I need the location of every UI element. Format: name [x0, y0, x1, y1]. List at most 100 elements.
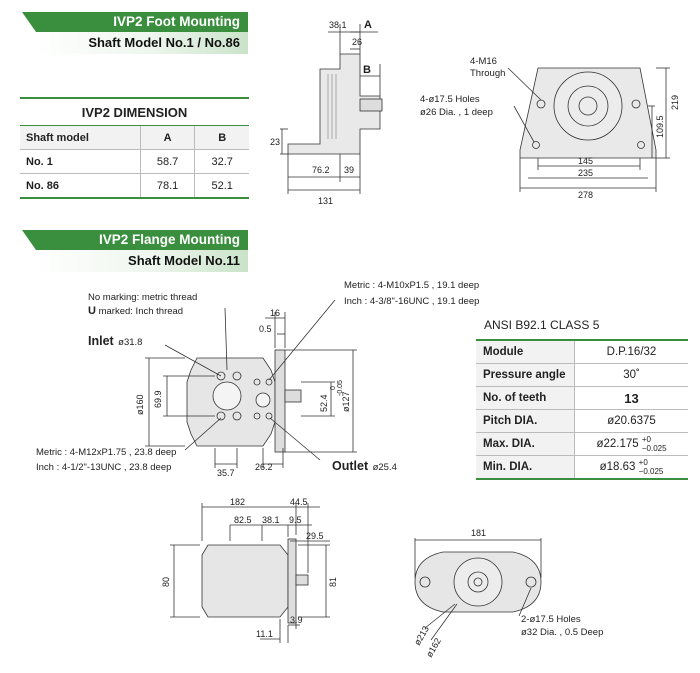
u-marked-note: U marked: Inch thread [88, 305, 183, 317]
tol-up: +0 [641, 435, 651, 444]
dimension-table-title: IVP2 DIMENSION [20, 98, 249, 126]
tol-down: −0.025 [638, 467, 664, 476]
outlet-label: Outlet ø25.4 [332, 457, 397, 475]
spec-key: Pressure angle [476, 363, 575, 387]
dim-52-4: 52.4 [319, 394, 329, 412]
flange-mid-drawing: 16 0.5 ø160 69.9 52.4 ø127 0 -0.05 35.7 … [135, 300, 357, 478]
dim-38-1b: 38.1 [262, 515, 280, 525]
dim-39: 39 [344, 165, 354, 175]
spec-key: Pitch DIA. [476, 409, 575, 433]
cell-b: 32.7 [194, 149, 249, 174]
dim-26-2: 26.2 [255, 462, 273, 472]
flange-mounting-banner: IVP2 Flange Mounting Shaft Model No.11 [22, 230, 248, 274]
foot-mounting-subtitle: Shaft Model No.1 / No.86 [88, 35, 240, 50]
table-row: Module D.P.16/32 [476, 340, 688, 364]
cell-model: No. 86 [20, 173, 141, 199]
metric-top-note: Metric : 4-M10xP1.5 , 19.1 deep [344, 280, 480, 291]
dim-162: ø162 [424, 636, 443, 659]
foot-mounting-title: IVP2 Foot Mounting [113, 14, 240, 29]
dim-235: 235 [578, 168, 593, 178]
dim-213: ø213 [412, 624, 431, 647]
spec-value: 30˚ [574, 363, 688, 387]
table-row: Pressure angle 30˚ [476, 363, 688, 387]
table-row: Pitch DIA. ø20.6375 [476, 409, 688, 433]
u-mark: U [88, 305, 96, 317]
no-marking-note: No marking: metric thread [88, 292, 198, 303]
dim-35-7: 35.7 [217, 468, 235, 478]
dim-9-5: 9.5 [289, 515, 302, 525]
spec-key: No. of teeth [476, 386, 575, 410]
table-row: Max. DIA. ø22.175 +0 −0.025 [476, 432, 688, 456]
dim-b: B [363, 64, 371, 76]
flange-mounting-subtitle: Shaft Model No.11 [128, 253, 240, 268]
inlet-label: Inlet ø31.8 [88, 332, 142, 350]
dim-76-2: 76.2 [312, 165, 330, 175]
tap-label-through: Through [470, 68, 505, 79]
holes-label: 4-ø17.5 Holes [420, 94, 480, 105]
inch-bottom-note: Inch : 4-1/2"-13UNC , 23.8 deep [36, 462, 172, 473]
foot-front-view-drawing: 4-M16 Through 4-ø17.5 Holes ø26 Dia. , 1… [420, 56, 680, 200]
dim-26: 26 [352, 37, 362, 47]
spec-value: ø22.175 [596, 438, 639, 451]
spec-value-cell: ø22.175 +0 −0.025 [574, 432, 688, 456]
spline-spec-table: Module D.P.16/32 Pressure angle 30˚ No. … [476, 339, 688, 480]
flange-front-view-drawing: 181 2-ø17.5 Holes ø32 Dia. , 0.5 Deep ø2… [412, 528, 603, 659]
holes-depth-label: ø26 Dia. , 1 deep [420, 107, 493, 118]
dim-219: 219 [670, 95, 680, 110]
spec-value: D.P.16/32 [574, 340, 688, 364]
dim-69-9: 69.9 [153, 390, 163, 408]
dim-3-9: 3.9 [290, 615, 303, 625]
dim-16: 16 [270, 308, 280, 318]
dim-127: ø127 [341, 391, 351, 412]
dim-81: 81 [328, 577, 338, 587]
table-row: No. of teeth 13 [476, 386, 688, 410]
dim-0-5: 0.5 [259, 324, 272, 334]
flange-side-view-drawing: 182 44.5 82.5 38.1 9.5 29.5 80 81 3.9 11… [161, 497, 338, 643]
col-header-shaft-model: Shaft model [20, 125, 141, 150]
spec-value: ø18.63 [599, 461, 636, 474]
dim-145: 145 [578, 156, 593, 166]
inlet-dia: ø31.8 [118, 337, 143, 348]
foot-side-view-drawing: 38.1 A 26 B 23 76.2 39 131 [270, 19, 383, 206]
ansi-label: ANSI B92.1 CLASS 5 [484, 318, 600, 332]
spec-key: Min. DIA. [476, 455, 575, 480]
inlet-title: Inlet [88, 334, 114, 348]
col-header-a: A [139, 125, 195, 150]
dim-23: 23 [270, 137, 280, 147]
dim-182: 182 [230, 497, 245, 507]
dim-a: A [364, 19, 372, 31]
dim-109-5: 109.5 [655, 115, 665, 138]
front-holes-depth-label: ø32 Dia. , 0.5 Deep [521, 627, 603, 638]
dim-11-1: 11.1 [256, 629, 273, 639]
dim-29-5: 29.5 [306, 531, 324, 541]
flange-mounting-title: IVP2 Flange Mounting [99, 232, 240, 247]
spec-value: ø20.6375 [574, 409, 688, 433]
spec-value-cell: ø18.63 +0 −0.025 [574, 455, 688, 480]
dim-44-5: 44.5 [290, 497, 308, 507]
cell-a: 78.1 [139, 173, 195, 199]
spec-key: Max. DIA. [476, 432, 575, 456]
u-marked-text: marked: Inch thread [98, 306, 184, 317]
dim-181: 181 [471, 528, 486, 538]
table-row: Min. DIA. ø18.63 +0 −0.025 [476, 455, 688, 480]
spec-value: 13 [574, 386, 688, 410]
cell-a: 58.7 [139, 149, 195, 174]
dim-82-5: 82.5 [234, 515, 252, 525]
outlet-title: Outlet [332, 459, 369, 473]
tol-up: +0 [638, 458, 648, 467]
dim-278: 278 [578, 190, 593, 200]
dimension-table: IVP2 DIMENSION Shaft model A B No. 1 58.… [20, 97, 249, 199]
table-row: No. 86 78.1 52.1 [20, 173, 249, 199]
dim-131: 131 [318, 196, 333, 206]
dim-160: ø160 [135, 394, 145, 415]
dim-127-tol-dn: -0.05 [337, 380, 344, 396]
table-row: No. 1 58.7 32.7 [20, 149, 249, 174]
dim-127-tol-up: 0 [330, 386, 337, 390]
col-header-b: B [194, 125, 249, 150]
tap-label: 4-M16 [470, 56, 497, 67]
dim-38-1: 38.1 [329, 20, 347, 30]
dim-80: 80 [161, 577, 171, 587]
metric-bottom-note: Metric : 4-M12xP1.75 , 23.8 deep [36, 447, 177, 458]
foot-mounting-banner: IVP2 Foot Mounting Shaft Model No.1 / No… [22, 12, 248, 56]
inch-top-note: Inch : 4-3/8"-16UNC , 19.1 deep [344, 296, 480, 307]
